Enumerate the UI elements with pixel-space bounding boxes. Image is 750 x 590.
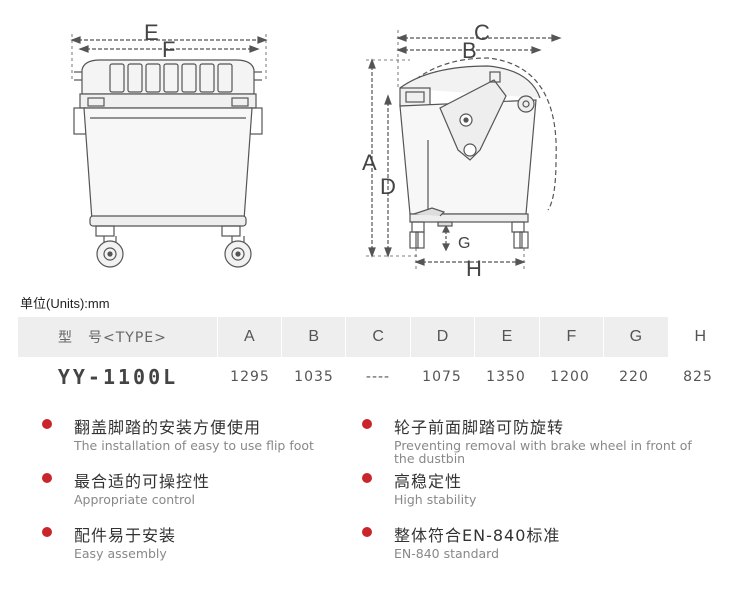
feature-description: Preventing removal with brake wheel in f… bbox=[394, 438, 692, 466]
column-header: B bbox=[281, 317, 345, 357]
column-header: C bbox=[345, 317, 409, 357]
column-header: G bbox=[603, 317, 667, 357]
feature-title: 最合适的可操控性 bbox=[74, 472, 211, 491]
bullet-icon bbox=[362, 419, 372, 429]
table-cell: 220 bbox=[619, 369, 649, 385]
feature-title: 高稳定性 bbox=[394, 472, 463, 491]
side-view bbox=[366, 30, 562, 270]
dim-label-a: A bbox=[362, 150, 377, 175]
spec-table-header: 型 号<TYPE> A B C D E F G H bbox=[18, 317, 732, 357]
dim-label-c: C bbox=[474, 20, 490, 45]
column-header: D bbox=[409, 317, 474, 357]
feature-description: High stability bbox=[394, 492, 477, 507]
front-view bbox=[70, 34, 268, 268]
table-cell: 1200 bbox=[550, 369, 590, 385]
bin-technical-drawing: E F bbox=[70, 20, 562, 281]
feature-title: 轮子前面脚踏可防旋转 bbox=[394, 418, 565, 437]
column-header: A bbox=[216, 317, 281, 357]
feature-description: The installation of easy to use flip foo… bbox=[74, 438, 314, 453]
bullet-icon bbox=[362, 473, 372, 483]
model-name: YY-1100L bbox=[57, 365, 179, 389]
bullet-icon bbox=[42, 419, 52, 429]
dim-label-g: G bbox=[458, 235, 470, 252]
type-label: 型 号<TYPE> bbox=[58, 330, 167, 346]
table-cell: 825 bbox=[683, 369, 713, 385]
dim-label-b: B bbox=[462, 38, 477, 63]
spec-table-row: YY-1100L 1295 1035 ---- 1075 1350 1200 2… bbox=[18, 357, 732, 397]
feature-title: 翻盖脚踏的安装方便使用 bbox=[74, 418, 262, 437]
dim-label-d: D bbox=[380, 174, 396, 199]
bullet-icon bbox=[362, 527, 372, 537]
dim-label-f: F bbox=[162, 37, 175, 62]
table-cell: 1295 bbox=[230, 369, 270, 385]
table-cell: ---- bbox=[365, 369, 391, 385]
feature-title: 配件易于安装 bbox=[74, 526, 177, 545]
feature-description: Easy assembly bbox=[74, 546, 167, 561]
column-header: H bbox=[667, 317, 732, 357]
bullet-icon bbox=[42, 527, 52, 537]
bullet-icon bbox=[42, 473, 52, 483]
feature-title: 整体符合EN-840标准 bbox=[394, 526, 561, 545]
feature-description: Appropriate control bbox=[74, 492, 196, 507]
dim-label-e: E bbox=[144, 20, 159, 45]
table-cell: 1075 bbox=[422, 369, 462, 385]
table-cell: 1350 bbox=[486, 369, 526, 385]
column-header: E bbox=[474, 317, 538, 357]
table-cell: 1035 bbox=[294, 369, 334, 385]
spec-table: 型 号<TYPE> A B C D E F G H YY-1100L 1295 … bbox=[18, 317, 732, 397]
column-header: F bbox=[538, 317, 603, 357]
dim-label-h: H bbox=[466, 256, 482, 281]
units-label: 单位(Units):mm bbox=[20, 296, 110, 311]
feature-description: EN-840 standard bbox=[394, 546, 500, 561]
